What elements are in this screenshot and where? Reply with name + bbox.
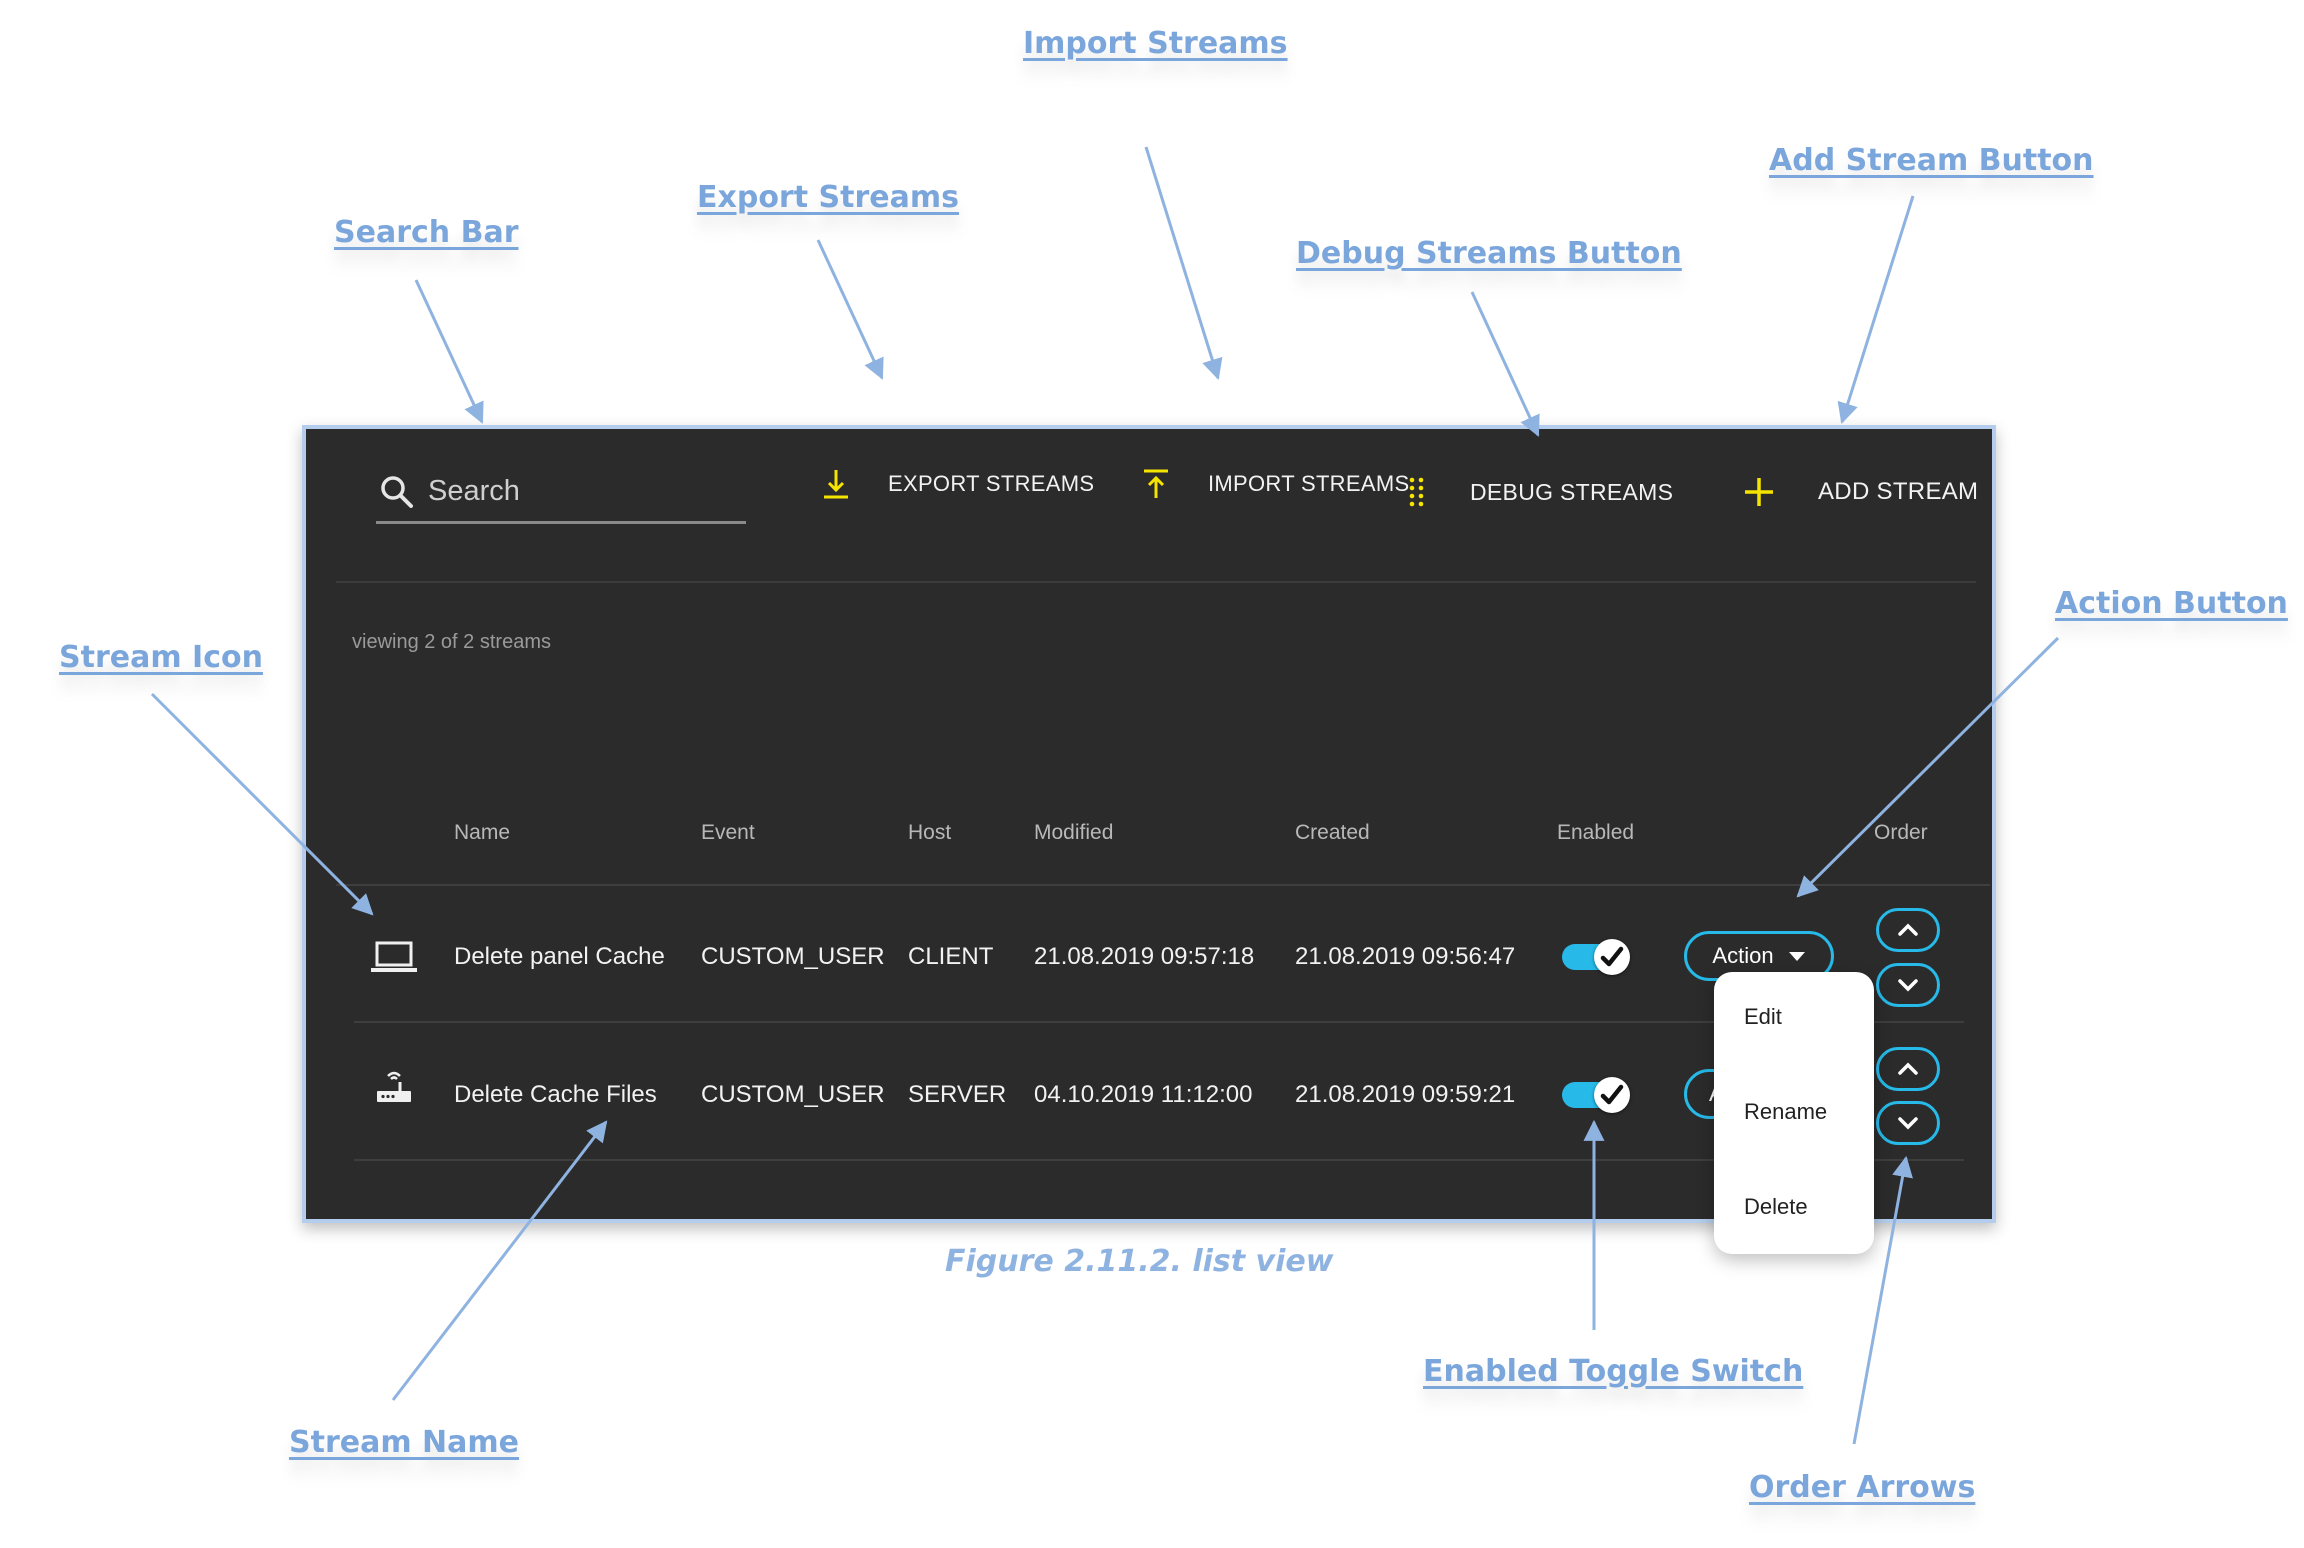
check-icon <box>1600 946 1624 967</box>
import-streams-button[interactable]: IMPORT STREAMS <box>1136 459 1409 509</box>
menu-item-delete[interactable]: Delete <box>1744 1194 1808 1219</box>
debug-dots-icon <box>1409 477 1424 507</box>
export-streams-label: EXPORT STREAMS <box>888 471 1095 496</box>
callout-import-streams: Import Streams <box>1023 26 1288 61</box>
chevron-down-icon <box>1898 1117 1918 1130</box>
add-stream-label: ADD STREAM <box>1818 478 1979 505</box>
column-header-name: Name <box>454 821 511 844</box>
stream-created: 21.08.2019 09:59:21 <box>1295 1081 1516 1108</box>
chevron-up-icon <box>1898 923 1918 936</box>
export-streams-button[interactable]: EXPORT STREAMS <box>816 459 1094 509</box>
stream-created: 21.08.2019 09:56:47 <box>1295 943 1516 970</box>
callout-add-stream-button: Add Stream Button <box>1769 143 2094 178</box>
arrow-add-stream <box>1837 195 1915 425</box>
chevron-up-icon <box>1898 1062 1918 1075</box>
download-icon <box>824 470 848 499</box>
row-divider <box>354 1159 1964 1161</box>
action-button-label: Action <box>1712 943 1774 968</box>
order-down-button[interactable] <box>1876 1101 1940 1145</box>
add-stream-button[interactable]: ADD STREAM <box>1742 467 1978 517</box>
row-divider <box>354 1021 1964 1023</box>
laptop-icon <box>371 941 417 972</box>
callout-action-button: Action Button <box>2055 586 2288 621</box>
plus-icon <box>1745 478 1773 506</box>
toggle-knob <box>1594 1077 1630 1113</box>
toggle-knob <box>1594 939 1630 975</box>
check-icon <box>1600 1084 1624 1105</box>
menu-item-edit[interactable]: Edit <box>1744 1004 1782 1029</box>
debug-streams-label: DEBUG STREAMS <box>1470 478 1674 505</box>
figure-caption: Figure 2.11.2. list view <box>945 1244 1334 1279</box>
callout-stream-icon: Stream Icon <box>59 640 263 675</box>
search-input[interactable] <box>428 471 738 511</box>
stream-count-status: viewing 2 of 2 streams <box>352 631 551 653</box>
caret-down-icon <box>1788 952 1805 961</box>
router-icon <box>377 1071 411 1102</box>
arrow-search-bar <box>414 279 484 424</box>
callout-search-bar: Search Bar <box>334 215 519 250</box>
upload-icon <box>1144 469 1168 498</box>
column-header-enabled: Enabled <box>1557 821 1635 844</box>
callout-enabled-toggle-switch: Enabled Toggle Switch <box>1423 1354 1804 1389</box>
search-icon <box>381 476 413 508</box>
column-header-modified: Modified <box>1034 821 1114 844</box>
order-up-button[interactable] <box>1876 908 1940 952</box>
callout-order-arrows: Order Arrows <box>1749 1470 1976 1505</box>
search-bar[interactable] <box>376 461 746 524</box>
column-header-host: Host <box>908 821 952 844</box>
stream-event: CUSTOM_USER <box>701 943 885 970</box>
enabled-toggle[interactable] <box>1562 939 1630 975</box>
callout-debug-streams-button: Debug Streams Button <box>1296 236 1682 271</box>
stream-host: CLIENT <box>908 943 994 970</box>
menu-item-rename[interactable]: Rename <box>1744 1099 1828 1124</box>
debug-streams-button[interactable]: DEBUG STREAMS <box>1406 467 1673 517</box>
stream-modified: 21.08.2019 09:57:18 <box>1034 943 1255 970</box>
column-header-created: Created <box>1295 821 1370 844</box>
arrow-export-streams <box>816 239 884 380</box>
chevron-down-icon <box>1898 979 1918 992</box>
stream-modified: 04.10.2019 11:12:00 <box>1034 1081 1253 1108</box>
order-up-button[interactable] <box>1876 1047 1940 1091</box>
arrow-import-streams <box>1144 146 1223 381</box>
stream-host: SERVER <box>908 1081 1007 1108</box>
stream-event: CUSTOM_USER <box>701 1081 885 1108</box>
stream-name[interactable]: Delete Cache Files <box>454 1081 657 1108</box>
column-header-event: Event <box>701 821 755 844</box>
order-down-button[interactable] <box>1876 963 1940 1007</box>
action-menu: Edit Rename Delete <box>1714 972 1874 1254</box>
toolbar-divider <box>336 581 1976 583</box>
stream-name[interactable]: Delete panel Cache <box>454 943 665 970</box>
table-row[interactable]: Delete panel Cache CUSTOM_USER CLIENT 21… <box>306 885 1996 1021</box>
import-streams-label: IMPORT STREAMS <box>1208 471 1410 496</box>
header-divider <box>336 884 1990 886</box>
callout-export-streams: Export Streams <box>697 180 959 215</box>
column-header-order: Order <box>1874 821 1928 844</box>
arrow-debug-streams <box>1470 291 1540 437</box>
enabled-toggle[interactable] <box>1562 1077 1630 1113</box>
callout-stream-name: Stream Name <box>289 1425 519 1460</box>
